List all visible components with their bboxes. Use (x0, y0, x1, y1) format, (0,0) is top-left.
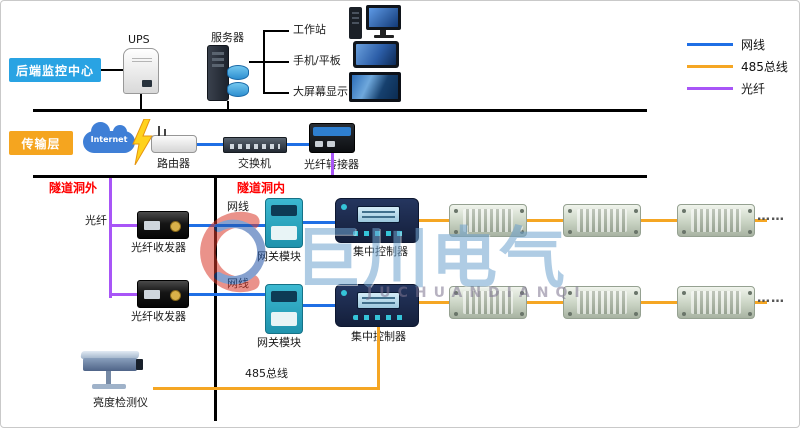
controller-buttons (353, 231, 405, 236)
led-driver-icon (563, 204, 641, 237)
legend-line-485 (687, 65, 733, 68)
fiber-transceiver2-label: 光纤收发器 (131, 310, 186, 323)
server-label: 服务器 (211, 31, 244, 44)
line-485-r1-a (419, 219, 449, 222)
workstation-label: 工作站 (293, 23, 326, 36)
gateway2-label: 网关模块 (257, 336, 301, 349)
brightness-detector-label: 亮度检测仪 (93, 396, 148, 409)
line-backbone-mid (33, 175, 647, 178)
line-bracket-mid (263, 61, 289, 63)
line-485-brightness (153, 387, 380, 390)
ups-label: UPS (128, 33, 150, 46)
led-driver-icon (449, 204, 527, 237)
line-adapter-fiber-drop (331, 153, 334, 175)
legend-label-cable: 网线 (741, 38, 766, 52)
led-driver-icon (677, 204, 755, 237)
server-device-icon (207, 45, 249, 101)
line-485-r2-c (641, 301, 677, 304)
fiber-transceiver1-icon (137, 211, 189, 239)
line-gw2-ctrl2 (303, 304, 335, 307)
switch-label: 交换机 (238, 157, 271, 170)
line-gw1-ctrl1 (303, 221, 335, 224)
line-bracket-bottom (263, 92, 289, 94)
gateway2-icon (265, 284, 303, 334)
ellipsis-row2: …… (757, 291, 785, 306)
legend-line-cable (687, 43, 733, 46)
internet-label: Internet (90, 135, 128, 144)
cable1-label: 网线 (227, 200, 249, 213)
fiber-run-label: 光纤 (85, 214, 107, 227)
controller-buttons (353, 315, 405, 320)
led-driver-icon (449, 286, 527, 319)
legend-label-fiber: 光纤 (741, 82, 766, 96)
zone-inside-label: 隧道洞内 (237, 181, 286, 195)
line-fiber-vertical (109, 178, 112, 298)
line-485-r2-b (527, 301, 563, 304)
line-backbone-top (33, 109, 647, 112)
controller-screen (357, 292, 400, 309)
internet-cloud-icon: Internet (83, 122, 135, 153)
lightning-icon (132, 119, 153, 165)
line-router-switch (197, 143, 223, 146)
line-485-r1-d (755, 219, 767, 222)
layer-transport-tag: 传输层 (9, 131, 73, 155)
database-cylinder-icon (227, 65, 249, 80)
bigscreen-icon (349, 72, 401, 102)
fiber-transceiver1-label: 光纤收发器 (131, 241, 186, 254)
switch-icon (223, 137, 287, 153)
line-485-r2-a (419, 301, 449, 304)
brightness-detector-icon (79, 349, 155, 395)
monitor-icon (366, 5, 401, 30)
line-tunnel-divider (214, 175, 217, 421)
line-485-ctrl2-drop (377, 327, 380, 389)
line-switch-adapter (287, 143, 309, 146)
line-485-r2-d (755, 301, 767, 304)
bigscreen-label: 大屏幕显示 (293, 85, 348, 98)
ups-device-icon (123, 48, 159, 94)
bus485-label: 485总线 (245, 367, 288, 380)
camera-lens-icon (136, 359, 143, 370)
legend-label-485: 485总线 (741, 60, 788, 74)
line-cable-row1 (189, 224, 265, 227)
line-bracket-top (263, 30, 289, 32)
line-485-r1-b (527, 219, 563, 222)
router-label: 路由器 (157, 157, 190, 170)
line-server-bracket (249, 61, 263, 63)
line-tag-to-ups (101, 69, 123, 71)
tablet-icon (353, 41, 399, 68)
controller1-icon (335, 198, 419, 243)
controller1-label: 集中控制器 (353, 245, 408, 258)
line-server-drop (227, 101, 229, 110)
fiber-adapter-icon (309, 123, 355, 153)
mobile-label: 手机/平板 (293, 54, 341, 67)
line-fiber-stub1 (112, 224, 137, 227)
fiber-transceiver2-icon (137, 280, 189, 308)
gateway1-icon (265, 198, 303, 248)
line-fiber-stub2 (112, 293, 137, 296)
layer-backend-tag: 后端监控中心 (9, 58, 101, 82)
cable2-label: 网线 (227, 277, 249, 290)
led-driver-icon (563, 286, 641, 319)
gateway1-label: 网关模块 (257, 250, 301, 263)
line-ups-drop (140, 94, 142, 110)
line-485-r1-c (641, 219, 677, 222)
router-icon (151, 126, 197, 153)
zone-outside-label: 隧道洞外 (49, 181, 98, 195)
database-cylinder-icon (227, 82, 249, 97)
line-cable-row2 (189, 293, 265, 296)
legend-line-fiber (687, 87, 733, 90)
controller-screen (357, 206, 400, 223)
workstation-icon (349, 5, 403, 43)
led-driver-icon (677, 286, 755, 319)
controller2-icon (335, 284, 419, 327)
ellipsis-row1: …… (757, 209, 785, 224)
